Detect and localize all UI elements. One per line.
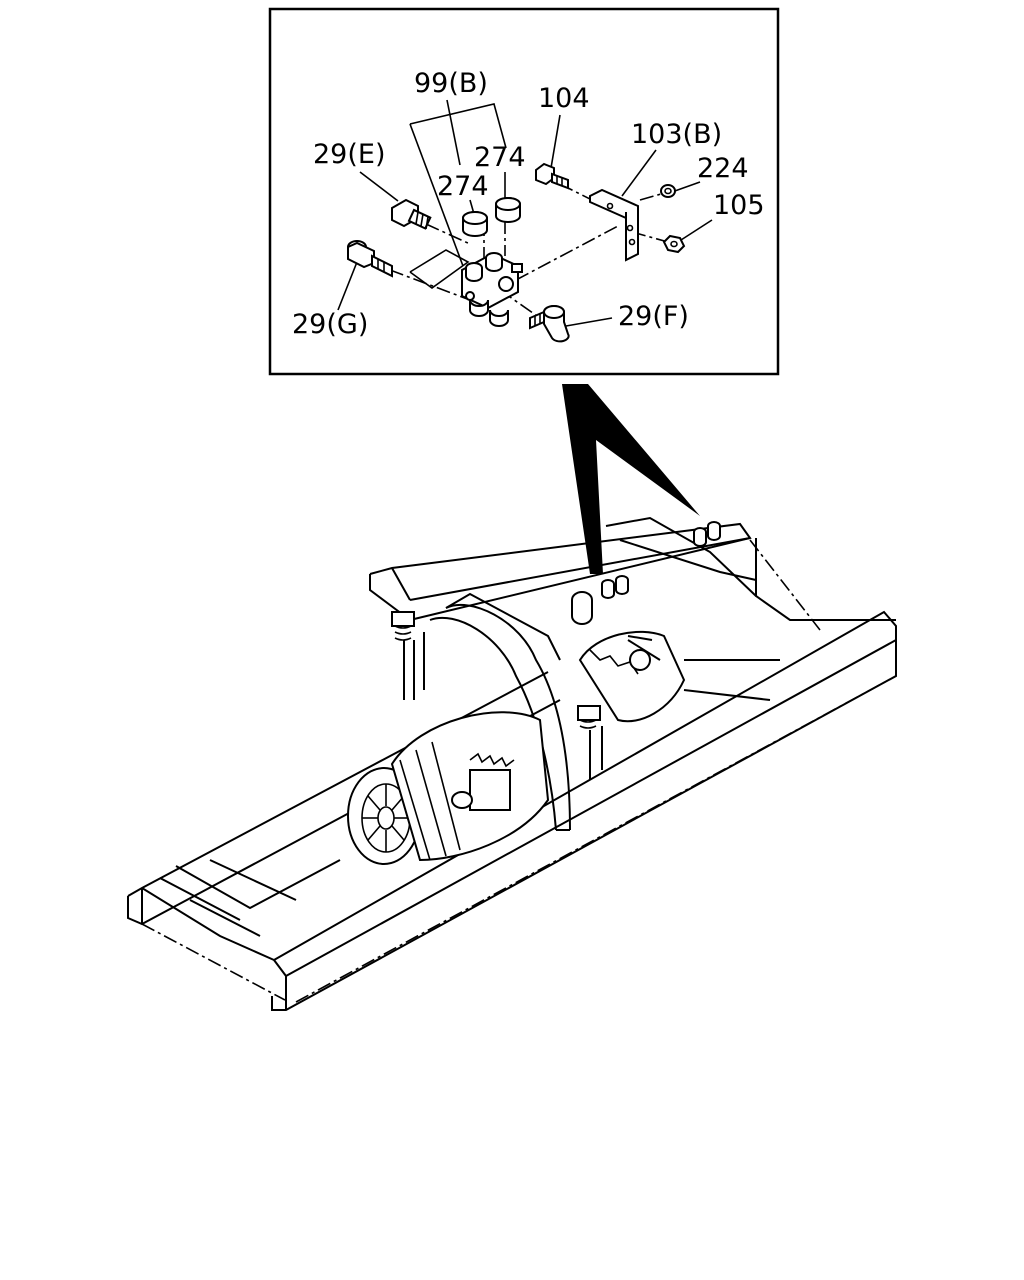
callout-103b: 103(B) <box>631 119 722 150</box>
valve-mount-right <box>693 521 721 547</box>
gearbox <box>571 591 780 723</box>
frame-rear-ends <box>749 538 896 631</box>
fitting-29g <box>347 240 393 278</box>
suspension-front <box>391 611 425 700</box>
callout-104: 104 <box>538 83 590 114</box>
fitting-29e <box>391 198 432 230</box>
callout-pointer <box>562 384 700 574</box>
nut-105 <box>662 234 686 254</box>
callout-99b: 99(B) <box>414 68 488 99</box>
detail-inset: 99(B) 104 103(B) 29(E) 274 274 224 105 2… <box>268 7 780 376</box>
callout-224: 224 <box>697 153 749 184</box>
callout-29g: 29(G) <box>292 309 368 340</box>
crossmember-rear <box>369 516 757 621</box>
bracket-103b <box>589 188 639 262</box>
frame-rail-right <box>271 610 897 1011</box>
callout-29e: 29(E) <box>313 139 385 170</box>
crossmember-front <box>141 859 341 961</box>
chassis-assembly <box>127 516 897 1011</box>
cap-274-right <box>495 197 521 223</box>
callout-274-right: 274 <box>474 142 526 173</box>
cap-274-left <box>462 211 488 237</box>
crossmember-arch <box>429 592 571 831</box>
callout-274-left: 274 <box>437 171 489 202</box>
valve-99b <box>461 252 523 327</box>
callout-29f: 29(F) <box>618 301 689 332</box>
valve-mount-left <box>601 575 629 599</box>
leader-lines <box>337 99 713 327</box>
suspension-rear <box>577 705 603 780</box>
bolt-104 <box>535 162 569 190</box>
elbow-29f <box>529 305 570 343</box>
callout-105: 105 <box>713 190 765 221</box>
axle-housing <box>390 711 550 862</box>
washer-224 <box>660 184 676 198</box>
